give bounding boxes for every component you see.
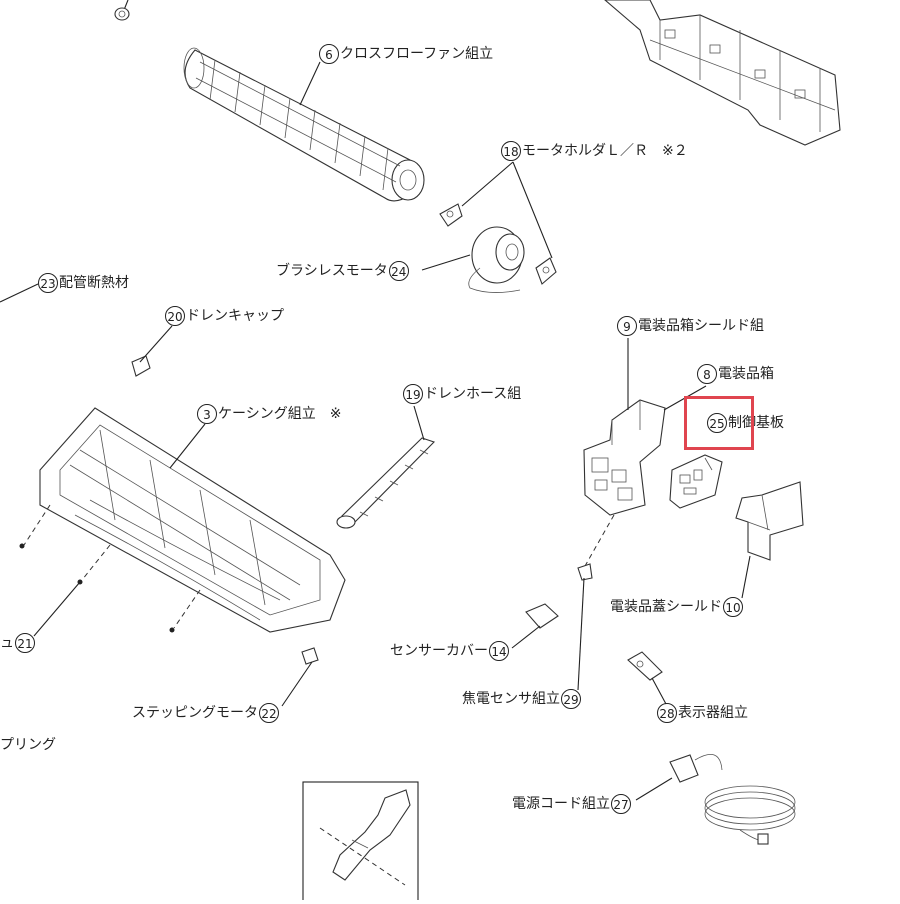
callout-number: 21 [15,633,35,653]
callout-spring: プリング [0,736,56,754]
pipe-insulation-leader [0,283,39,303]
callout-text: 電装品箱シールド組 [638,318,764,334]
callout-number: 27 [611,794,631,814]
assembly-dash-line [584,514,615,567]
cross-flow-fan [183,47,425,202]
callout-text: ケーシング組立 ※ [218,406,342,422]
power-cord [635,753,796,845]
callout-text: 電装品箱 [718,366,774,382]
callout-number: 14 [489,641,509,661]
callout-number: 25 [707,413,727,433]
motor-holder-left [439,203,463,227]
callout-text: 電装品蓋シールド [610,599,722,615]
back-frame [604,0,841,146]
callout-number: 6 [319,44,339,64]
drain-hose [336,405,436,529]
stepping-motor [281,647,319,707]
callout-number: 18 [501,141,521,161]
callout-number: 29 [561,689,581,709]
callout-text: ドレンホース組 [424,386,522,402]
callout-number: 8 [697,364,717,384]
control-board [669,454,723,509]
callout-text: 配管断熱材 [59,275,129,291]
callout-number: 23 [38,273,58,293]
screw-top [114,0,130,21]
inset-detail-box [302,781,419,904]
electrical-cover-shield [735,481,804,599]
callout-text: 電源コード組立 [512,796,610,812]
callout-number: 3 [197,404,217,424]
callout-text: 焦電センサ組立 [462,691,560,707]
callout-text: クロスフローファン組立 [340,46,494,62]
electrical-box-shield [583,338,707,516]
callout-text: ブラシレスモータ [276,263,388,279]
callout-text: プリング [0,737,56,753]
callout-number: 22 [259,703,279,723]
callout-number: 10 [723,597,743,617]
callout-number: 28 [657,703,677,723]
callout-text: モータホルダＬ／Ｒ ※２ [522,143,688,159]
pyroelectric-sensor [577,563,593,691]
callout-text: ュ [0,635,14,651]
brushless-motor [421,226,525,293]
casing-assembly [39,407,346,633]
callout-number: 9 [617,316,637,336]
callout-text: ドレンキャップ [186,308,284,324]
callout-number: 19 [403,384,423,404]
motor-holder-right [535,257,557,285]
sensor-cover [511,603,559,649]
callout-number: 24 [388,261,409,281]
callout-text: 制御基板 [728,415,784,431]
highlight-box [684,396,754,450]
callout-text: 表示器組立 [678,705,748,721]
callout-text: ステッピングモータ [132,705,258,721]
drain-cap [131,325,173,377]
callout-text: センサーカバー [390,643,488,659]
callout-number: 20 [165,306,185,326]
display-assembly [627,651,667,705]
screws-left [19,504,201,637]
